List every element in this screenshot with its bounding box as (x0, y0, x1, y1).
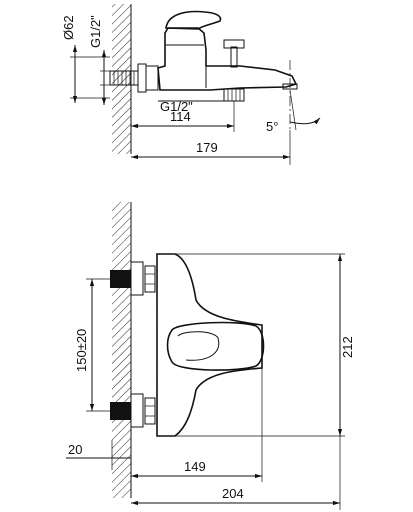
front-body (156, 253, 263, 437)
upper-nut (144, 265, 156, 293)
lower-flange (130, 393, 144, 428)
side-flange (137, 63, 147, 93)
front-lever-handle (166, 321, 265, 371)
side-lever-handle (165, 10, 222, 30)
diverter-stem (230, 46, 238, 68)
front-view: 150±20 212 20 149 204 (66, 202, 355, 510)
lower-nut (144, 397, 156, 425)
outlet-thread-marks (227, 89, 241, 101)
side-body (157, 27, 298, 91)
side-nut (145, 65, 159, 91)
dim-angle-arc (289, 117, 321, 125)
dim-total-depth-label: 179 (196, 140, 218, 155)
upper-thread (110, 270, 131, 288)
side-view: Ø62 G1/2" G1/2" 114 179 5° (61, 4, 321, 165)
dim-angle-label: 5° (266, 119, 278, 134)
diverter-knob (223, 39, 245, 49)
dim-diameter-label: Ø62 (61, 15, 76, 40)
lower-thread (110, 402, 131, 420)
dim-inlet-thread-label: G1/2" (88, 15, 103, 48)
dim-wall-offset-label: 20 (68, 442, 82, 457)
inlet-thread-marks (113, 71, 135, 85)
side-wall-hatch (112, 4, 131, 154)
dim-center-distance-label: 150±20 (74, 329, 89, 372)
dim-body-width-label: 149 (184, 459, 206, 474)
shower-outlet (223, 88, 245, 102)
front-lever-highlight (177, 331, 220, 361)
front-wall-hatch (112, 202, 131, 498)
dim-height-label: 212 (340, 336, 355, 358)
side-body-detail (165, 44, 207, 88)
dim-outlet-offset-label: 114 (170, 109, 191, 124)
dim-total-width-label: 204 (222, 486, 244, 501)
upper-flange (130, 261, 144, 296)
dim-outlet-thread-label: G1/2" (160, 99, 193, 114)
